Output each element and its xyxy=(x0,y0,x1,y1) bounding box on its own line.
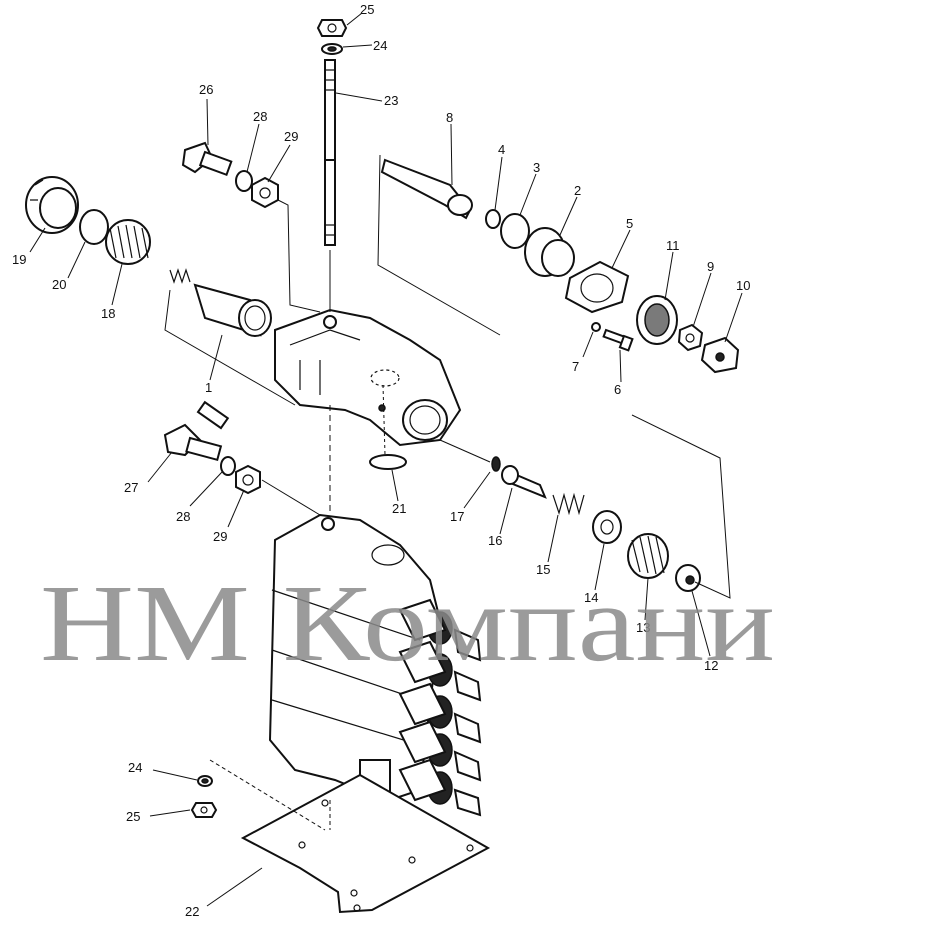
part-cap-19 xyxy=(25,176,79,234)
part-oring-20 xyxy=(79,209,109,245)
callout-19: 19 xyxy=(12,252,26,267)
part-washer-top xyxy=(321,43,343,55)
part-ring-17 xyxy=(491,456,501,472)
callout-leaders xyxy=(29,12,743,907)
callout-17: 17 xyxy=(450,509,464,524)
callout-28-top: 28 xyxy=(253,109,267,124)
part-cap-2 xyxy=(524,227,575,277)
callout-1: 1 xyxy=(205,380,212,395)
callout-24-bottom: 24 xyxy=(128,760,142,775)
part-oring-21 xyxy=(369,454,407,470)
callout-25-top: 25 xyxy=(360,2,374,17)
callout-13: 13 xyxy=(636,620,650,635)
callout-15: 15 xyxy=(536,562,550,577)
part-clevis-10 xyxy=(700,336,740,374)
part-small-spring xyxy=(169,268,191,284)
part-lever-5 xyxy=(398,758,482,817)
callout-27: 27 xyxy=(124,480,138,495)
part-washer-12 xyxy=(675,564,701,592)
callout-21: 21 xyxy=(392,501,406,516)
callout-16: 16 xyxy=(488,533,502,548)
part-spool-8 xyxy=(380,158,473,220)
callout-6: 6 xyxy=(614,382,621,397)
callout-18: 18 xyxy=(101,306,115,321)
part-nut-top xyxy=(316,19,348,37)
part-nut-29-top xyxy=(251,176,279,209)
part-elbow-27 xyxy=(163,400,230,462)
part-seat-14 xyxy=(592,510,622,544)
part-oring-3 xyxy=(500,213,530,249)
callout-3: 3 xyxy=(533,160,540,175)
watermark-text: НМ Компани xyxy=(40,562,775,684)
part-sleeve xyxy=(193,283,272,337)
part-nut-9 xyxy=(677,323,704,352)
callout-5: 5 xyxy=(626,216,633,231)
callout-11: 11 xyxy=(666,238,680,253)
part-tie-rod xyxy=(324,59,336,246)
callout-23: 23 xyxy=(384,93,398,108)
callout-29-lower: 29 xyxy=(213,529,227,544)
callout-2: 2 xyxy=(574,183,581,198)
part-oring-28-top xyxy=(235,170,253,192)
callout-22: 22 xyxy=(185,904,199,919)
part-washer-7 xyxy=(591,322,601,332)
callout-20: 20 xyxy=(52,277,66,292)
part-gear-11 xyxy=(636,295,678,345)
part-spring-15 xyxy=(552,492,585,516)
callout-4: 4 xyxy=(498,142,505,157)
callout-14: 14 xyxy=(584,590,598,605)
callout-labels: 25 24 23 26 28 29 8 4 3 2 5 11 9 10 19 2… xyxy=(12,2,750,919)
part-base-plate-22 xyxy=(240,773,491,914)
part-nut-bottom xyxy=(190,802,218,818)
part-lever-2 xyxy=(398,640,482,702)
part-ring-4 xyxy=(485,209,501,229)
callout-29-top: 29 xyxy=(284,129,298,144)
assembly-lines xyxy=(164,154,731,831)
callout-25-bottom: 25 xyxy=(126,809,140,824)
part-nut-29-lower xyxy=(235,464,261,495)
part-oring-28-lower xyxy=(220,456,236,476)
part-washer-bottom xyxy=(197,775,213,787)
callout-12: 12 xyxy=(704,658,718,673)
callout-24-top: 24 xyxy=(373,38,387,53)
part-sleeve-16 xyxy=(501,465,547,499)
callout-8: 8 xyxy=(446,110,453,125)
part-upper-valve-body xyxy=(274,308,462,447)
callout-26: 26 xyxy=(199,82,213,97)
callout-28-lower: 28 xyxy=(176,509,190,524)
part-lever-4 xyxy=(398,720,482,782)
part-lever-3 xyxy=(398,682,482,744)
part-lever-1 xyxy=(398,598,482,662)
callout-10: 10 xyxy=(736,278,750,293)
callout-7: 7 xyxy=(572,359,579,374)
part-plug-26 xyxy=(181,141,233,177)
part-spring-18 xyxy=(105,219,151,265)
part-flange-5 xyxy=(564,260,630,314)
callout-9: 9 xyxy=(707,259,714,274)
part-bolt-6 xyxy=(602,328,634,352)
